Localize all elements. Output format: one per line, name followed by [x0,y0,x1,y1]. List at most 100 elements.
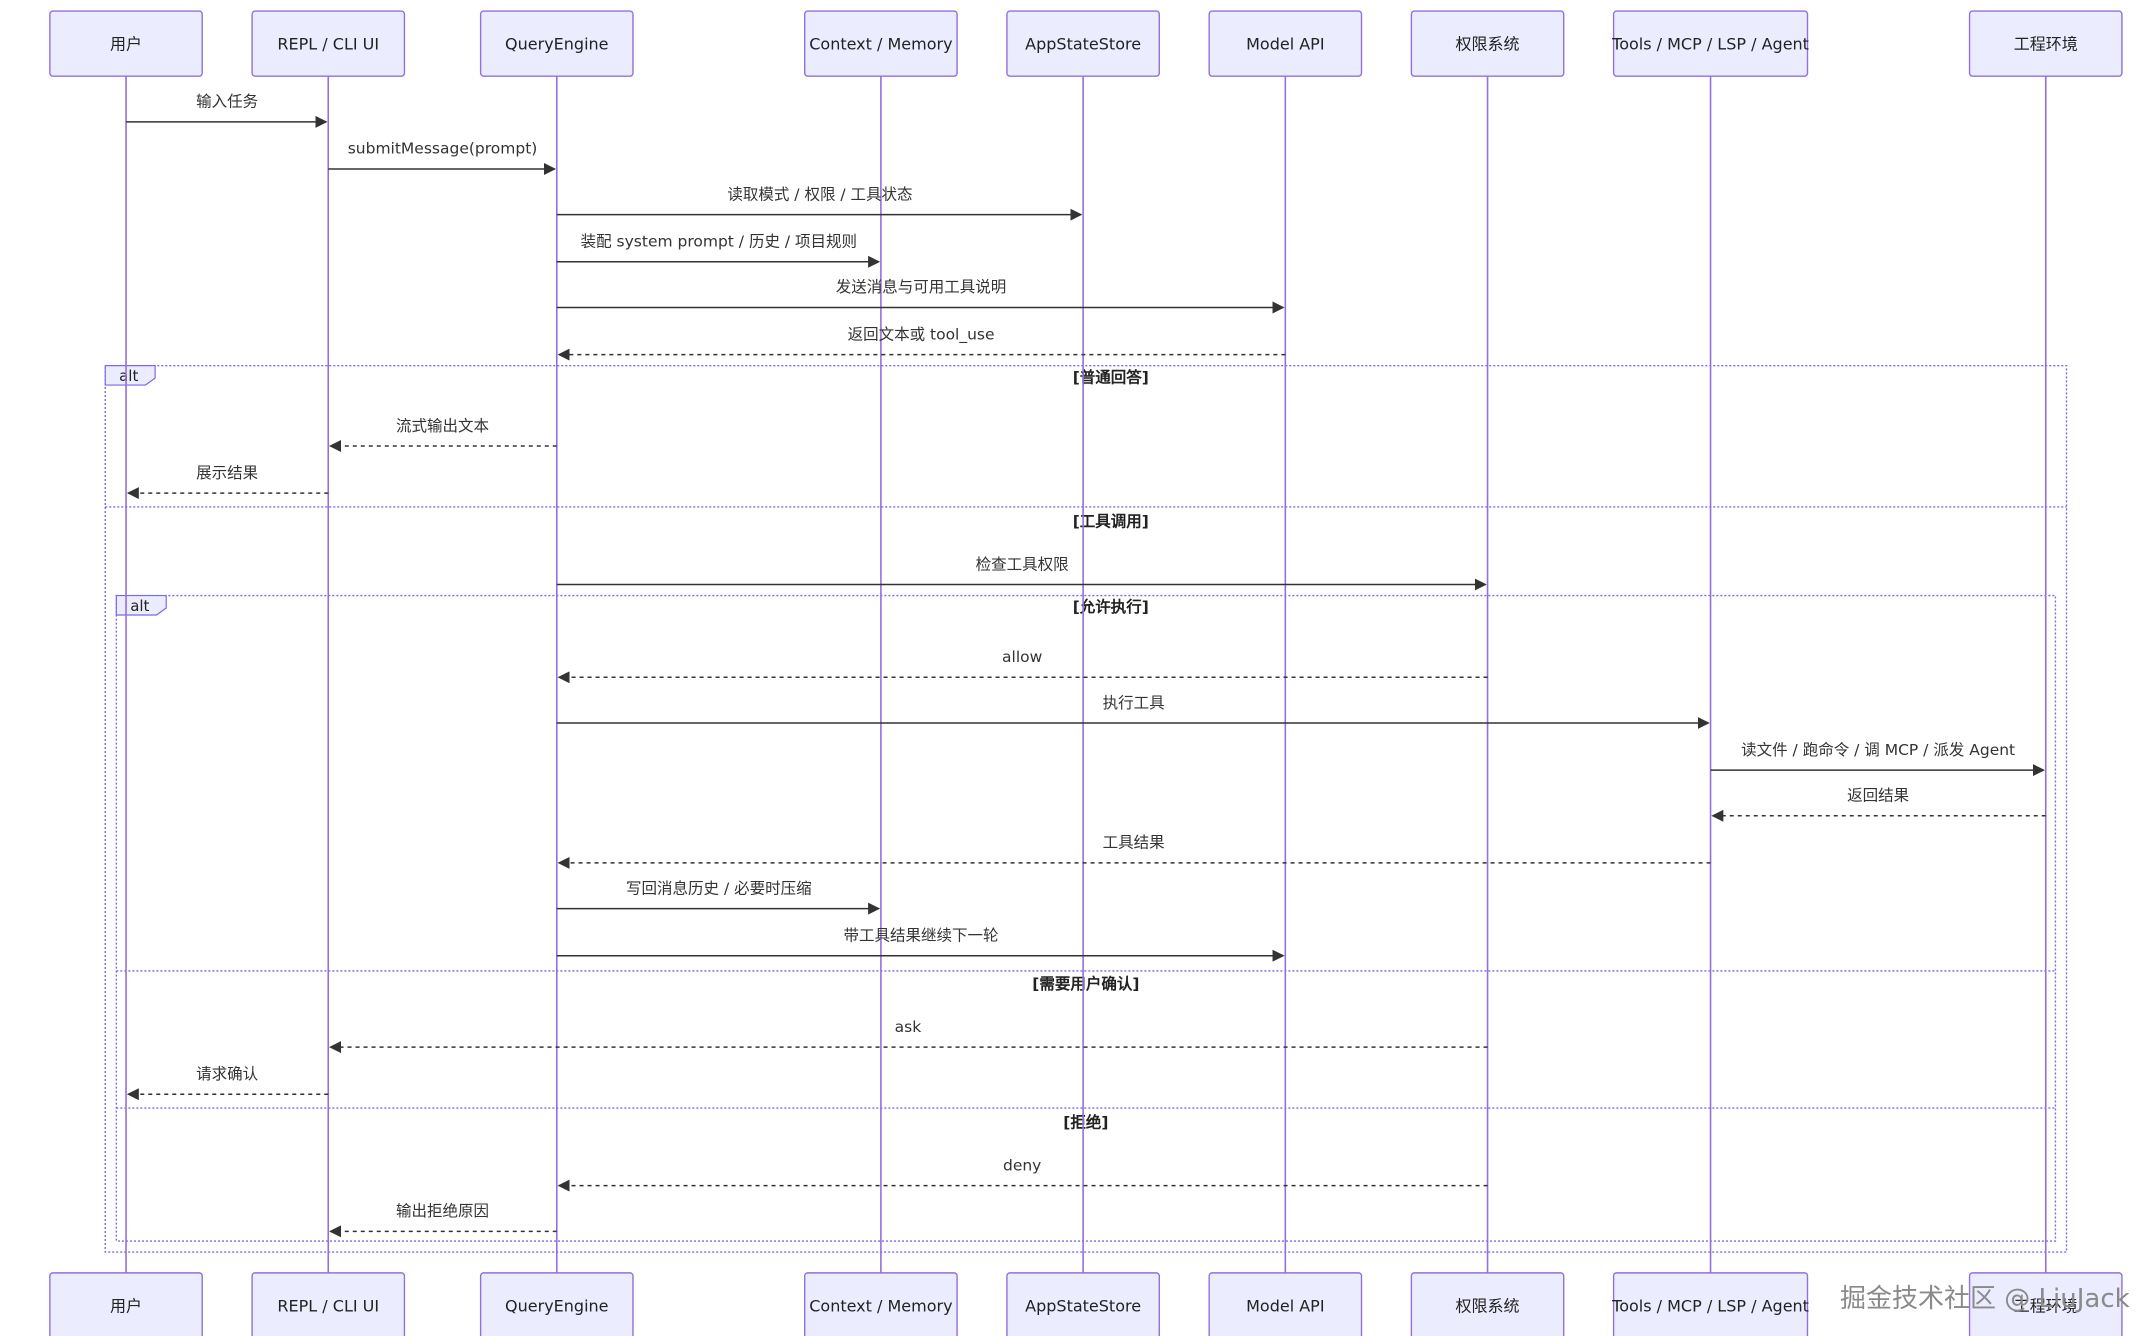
message-8: 展示结果 [126,464,329,500]
participant-label: 工程环境 [2014,35,2078,54]
alt-condition-label: [工具调用] [1073,512,1149,530]
participant-box [1410,10,1565,77]
alt-condition-label: [允许执行] [1073,597,1149,616]
participant-tools-bottom: Tools / MCP / LSP / Agent [1611,1272,1809,1336]
message-14: 工具结果 [557,834,1711,869]
alt-frame-tag-label: alt [130,597,149,615]
message-label: 输出拒绝原因 [396,1202,489,1220]
participant-app-bottom: AppStateStore [1006,1272,1160,1336]
message-label: 发送消息与可用工具说明 [836,278,1007,296]
participant-box [251,10,406,77]
participant-label: Tools / MCP / LSP / Agent [1611,35,1809,54]
participant-label: AppStateStore [1025,35,1141,54]
message-11: 执行工具 [556,694,1710,730]
participant-ctx-bottom: Context / Memory [804,1272,958,1336]
lifelines-layer [125,76,2047,1273]
participant-label: Model API [1246,35,1324,54]
participant-box [1968,1272,2123,1336]
message-4: 装配 system prompt / 历史 / 项目规则 [556,233,881,268]
participant-repl-bottom: REPL / CLI UI [251,1272,406,1336]
participant-box [251,1272,406,1336]
message-6: 返回文本或 tool_use [557,325,1286,361]
watermark-text: 掘金技术社区 @ LiuJack [1840,1284,2130,1314]
participant-label: 用户 [110,35,142,54]
participant-box [1006,10,1160,77]
participant-tools-top: Tools / MCP / LSP / Agent [1611,10,1809,77]
participant-box [1208,10,1363,77]
messages-layer: 输入任务 submitMessage(prompt) 读取模式 / 权限 / 工具状… [126,93,2046,1238]
message-17: ask [329,1018,1488,1054]
participant-env-bottom: 工程环境 [1968,1272,2123,1336]
message-label: submitMessage(prompt) [348,140,538,158]
participant-env-top: 工程环境 [1968,10,2123,77]
alt-frame-tag [104,365,156,386]
message-9: 检查工具权限 [556,555,1487,591]
alt-condition-label: [需要用户确认] [1032,974,1139,993]
message-19: deny [557,1156,1488,1192]
message-label: 工具结果 [1103,834,1165,852]
message-label: deny [1003,1156,1041,1174]
participant-label: 工程环境 [2014,1296,2078,1315]
participant-user-top: 用户 [49,10,203,77]
message-label: 返回结果 [1847,787,1909,805]
participant-app-top: AppStateStore [1006,10,1160,77]
participant-label: REPL / CLI UI [277,1296,379,1315]
message-20: 输出拒绝原因 [329,1202,557,1238]
participant-box [479,10,634,77]
message-label: 执行工具 [1103,694,1165,712]
message-label: 读取模式 / 权限 / 工具状态 [727,185,912,203]
message-16: 带工具结果继续下一轮 [556,926,1285,962]
alt-frame-tag [115,594,167,616]
participant-label: Model API [1246,1296,1324,1315]
message-2: submitMessage(prompt) [328,140,556,175]
message-label: 检查工具权限 [976,555,1069,573]
alt-frame-1 [104,364,2068,1253]
participant-model-bottom: Model API [1208,1272,1363,1336]
alt-frame-2 [115,594,2057,1242]
participant-label: AppStateStore [1025,1296,1141,1315]
participant-label: QueryEngine [505,35,608,54]
message-label: ask [895,1018,922,1036]
message-label: 展示结果 [196,464,258,482]
message-5: 发送消息与可用工具说明 [556,278,1285,314]
participant-box [804,10,958,77]
message-label: 读文件 / 跑命令 / 调 MCP / 派发 Agent [1741,741,2015,759]
message-1: 输入任务 [126,93,328,128]
alt-condition-label: [普通回答] [1073,367,1149,386]
participant-user-bottom: 用户 [49,1272,203,1336]
participant-perm-bottom: 权限系统 [1410,1272,1565,1336]
alt-condition-label: [拒绝] [1063,1112,1108,1131]
participant-perm-top: 权限系统 [1410,10,1565,77]
participant-box [49,1272,203,1336]
message-7: 流式输出文本 [329,417,557,452]
frames-layer: alt [普通回答] [工具调用] alt [允许执行] [需要用户确认] [拒绝] [104,364,2068,1253]
message-3: 读取模式 / 权限 / 工具状态 [556,185,1083,221]
participant-label: 权限系统 [1456,35,1520,54]
participant-box [1612,1272,1809,1336]
participant-box [1006,1272,1160,1336]
participant-ctx-top: Context / Memory [804,10,958,77]
participant-box [1410,1272,1565,1336]
participant-repl-top: REPL / CLI UI [251,10,406,77]
participant-label: 用户 [110,1296,142,1315]
participant-box [1612,10,1809,77]
message-18: 请求确认 [126,1065,329,1101]
participant-box [1208,1272,1363,1336]
participant-label: 权限系统 [1456,1296,1520,1315]
participant-box [804,1272,958,1336]
participant-label: Context / Memory [809,35,952,54]
message-13: 返回结果 [1711,787,2046,822]
participant-label: Tools / MCP / LSP / Agent [1611,1296,1809,1315]
message-label: 输入任务 [196,93,258,111]
message-10: allow [557,648,1488,684]
alt-frame-tag-label: alt [119,367,138,385]
message-label: 请求确认 [196,1065,258,1083]
message-label: 装配 system prompt / 历史 / 项目规则 [581,233,857,251]
participant-box [49,10,203,77]
participant-qe-top: QueryEngine [479,10,634,77]
participant-box [1968,10,2123,77]
participant-label: REPL / CLI UI [277,35,379,54]
participant-model-top: Model API [1208,10,1363,77]
